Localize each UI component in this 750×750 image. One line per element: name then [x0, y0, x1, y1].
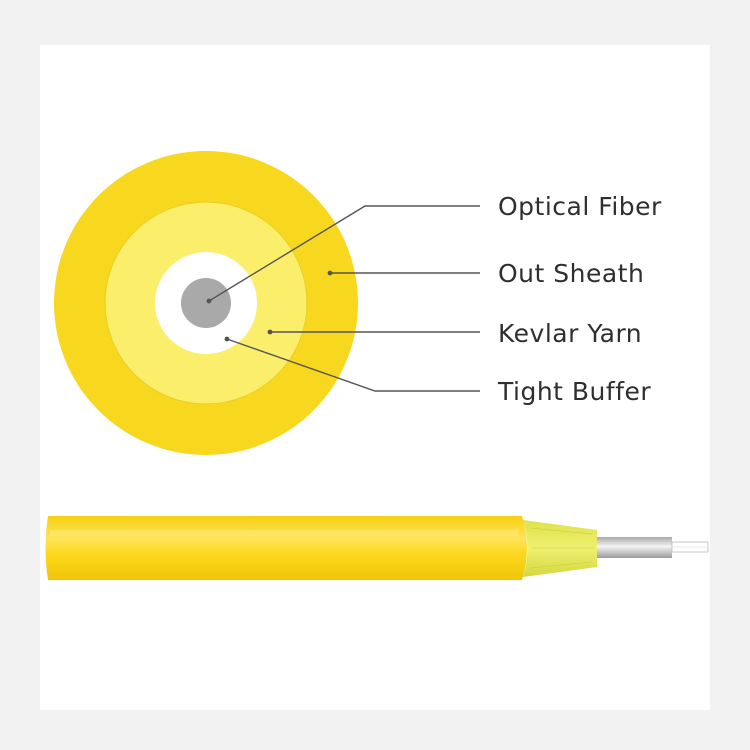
label-out-sheath: Out Sheath	[498, 259, 644, 288]
leader-lines	[208, 205, 480, 392]
cable-highlight	[50, 530, 518, 536]
cross-section	[54, 151, 358, 455]
dot-out-sheath	[327, 270, 333, 276]
kevlar-yarn-texture	[529, 527, 594, 569]
cable-side-view	[45, 516, 709, 580]
optical-fiber-core	[181, 278, 231, 328]
tight-buffer-end	[597, 537, 672, 558]
label-optical-fiber: Optical Fiber	[498, 192, 662, 221]
leader-dots	[206, 270, 333, 342]
cable-jacket	[45, 516, 527, 580]
dot-tight-buffer	[224, 336, 230, 342]
dot-optical-fiber	[206, 298, 212, 304]
leader-tight-buffer	[226, 338, 480, 392]
leader-optical-fiber	[208, 205, 480, 302]
label-kevlar-yarn: Kevlar Yarn	[498, 319, 642, 348]
dot-kevlar-yarn	[267, 329, 273, 335]
kevlar-yarn-end	[523, 520, 597, 577]
label-tight-buffer: Tight Buffer	[497, 377, 651, 406]
